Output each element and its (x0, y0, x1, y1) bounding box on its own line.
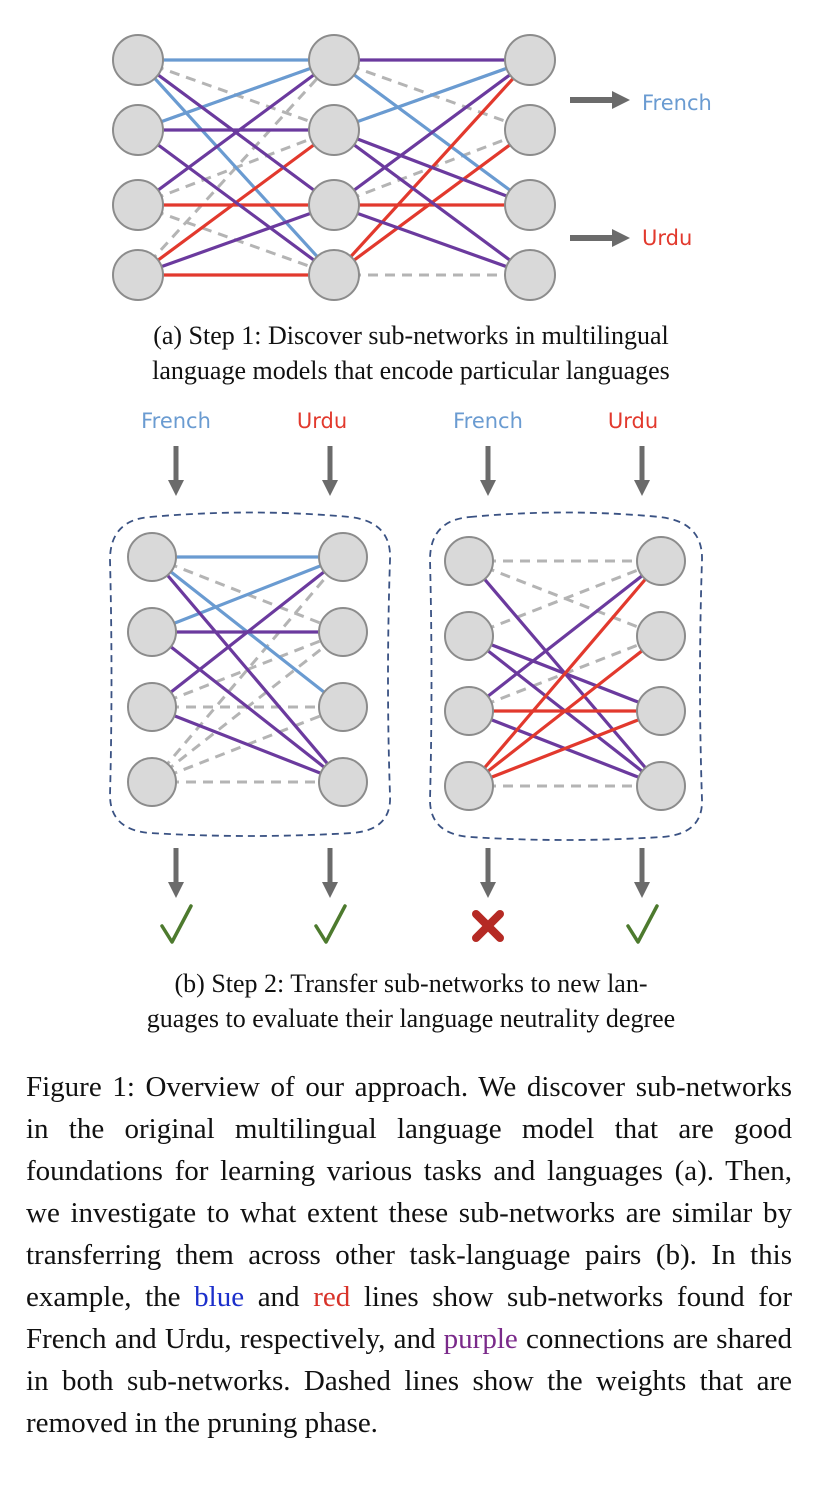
node (504, 104, 556, 156)
down-arrow-icon (480, 446, 496, 496)
down-arrow-icon (168, 446, 184, 496)
panel-a-purple-edges (137, 58, 531, 277)
down-arrow-icon (322, 848, 338, 898)
panel-a-dashed-edges (136, 58, 531, 277)
node (308, 249, 360, 301)
node (127, 757, 177, 807)
down-arrow-icon (634, 848, 650, 898)
right-arrow-icon (570, 91, 630, 109)
node (308, 104, 360, 156)
result-marks (160, 904, 659, 944)
panel-a-blue-edges (136, 58, 531, 277)
output-arrows (168, 848, 650, 898)
figure-caption: Figure 1: Overview of our approach. We d… (26, 1066, 792, 1444)
caption-b: (b) Step 2: Transfer sub-networks to new… (0, 966, 822, 1036)
figure-caption-text-1: Figure 1: Overview of our approach. We d… (26, 1071, 792, 1313)
caption-b-line1: (b) Step 2: Transfer sub-networks to new… (174, 969, 648, 998)
panel-a-nodes (112, 34, 556, 301)
node (308, 179, 360, 231)
node (504, 179, 556, 231)
node (318, 532, 368, 582)
caption-a: (a) Step 1: Discover sub-networks in mul… (0, 318, 822, 388)
input-label-french: French (141, 409, 211, 433)
node (504, 34, 556, 86)
node (308, 34, 360, 86)
node (636, 761, 686, 811)
label-french: French (642, 91, 712, 115)
node (444, 611, 494, 661)
checkmark-icon (314, 904, 347, 944)
panel-b-left-subnetwork (109, 511, 391, 837)
figure-caption-text-3: connections are shared in both sub-netwo… (26, 1323, 792, 1439)
input-arrows (168, 446, 650, 496)
panel-b-right-subnetwork (429, 511, 703, 841)
caption-a-line2: language models that encode particular l… (152, 356, 670, 385)
input-label-urdu: Urdu (297, 409, 347, 433)
node (112, 34, 164, 86)
node (504, 249, 556, 301)
figure-caption-red-word: red (313, 1281, 351, 1313)
node (318, 682, 368, 732)
node (112, 179, 164, 231)
down-arrow-icon (168, 848, 184, 898)
down-arrow-icon (480, 848, 496, 898)
figure-caption-purple-word: purple (443, 1323, 518, 1355)
node (636, 686, 686, 736)
panel-b-input-labels: French Urdu French Urdu (141, 409, 658, 433)
node (112, 104, 164, 156)
checkmark-icon (160, 904, 193, 944)
panel-a-red-edges (137, 58, 532, 277)
figure-caption-and: and (244, 1281, 314, 1313)
node (636, 536, 686, 586)
node (127, 607, 177, 657)
caption-b-line2: guages to evaluate their language neutra… (146, 1004, 676, 1033)
subnetwork-boundary (109, 511, 391, 837)
input-label-urdu: Urdu (608, 409, 658, 433)
label-urdu: Urdu (642, 226, 692, 250)
node (127, 682, 177, 732)
panel-a-network: French Urdu (112, 34, 712, 301)
node (444, 686, 494, 736)
node (127, 532, 177, 582)
subnetwork-boundary (429, 511, 703, 841)
node (112, 249, 164, 301)
right-arrow-icon (570, 229, 630, 247)
node (444, 536, 494, 586)
node (318, 757, 368, 807)
cross-icon (472, 910, 504, 942)
node (444, 761, 494, 811)
down-arrow-icon (634, 446, 650, 496)
overview-diagram: French Urdu French Urdu French Urdu (109, 34, 712, 944)
figure-caption-blue-word: blue (194, 1281, 245, 1313)
input-label-french: French (453, 409, 523, 433)
node (318, 607, 368, 657)
caption-a-line1: (a) Step 1: Discover sub-networks in mul… (153, 321, 669, 350)
figure-caption-text-2: lines show sub-networks found for French… (26, 1281, 793, 1355)
down-arrow-icon (322, 446, 338, 496)
node (636, 611, 686, 661)
checkmark-icon (626, 904, 659, 944)
